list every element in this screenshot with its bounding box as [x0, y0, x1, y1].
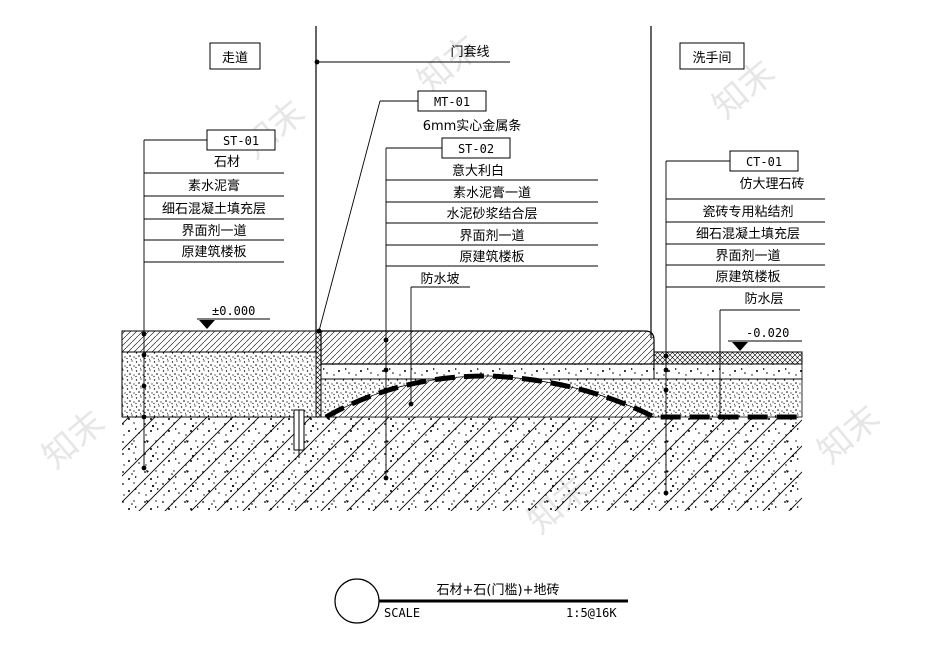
right-spec-name: 仿大理石砖: [739, 177, 804, 192]
right-level-value: -0.020: [746, 326, 789, 340]
drawing-number-circle: [334, 578, 380, 624]
zone-left-label: 走道: [222, 51, 248, 66]
wall-lines: [315, 26, 652, 338]
left-spec-callout: ST-01 石材 素水泥膏 细石混凝土填充层 界面剂一道 原建筑楼板: [141, 129, 284, 471]
left-fill-layer: [121, 351, 317, 418]
door-casing-label: 门套线: [450, 44, 489, 60]
zone-labels: 走道 洗手间: [209, 42, 745, 70]
left-spec-layer: 界面剂一道: [181, 224, 246, 239]
threshold-spec-layer: 素水泥膏一道: [453, 185, 531, 201]
threshold-spec-callout: ST-02 意大利白 素水泥膏一道 水泥砂浆结合层 界面剂一道 原建筑楼板 防水…: [383, 137, 598, 481]
right-spec-layer: 原建筑楼板: [715, 269, 780, 285]
threshold-spec-layer: 原建筑楼板: [459, 249, 524, 265]
zone-right-label: 洗手间: [692, 51, 731, 66]
zone-left-box: [209, 42, 261, 70]
right-spec-layer: 界面剂一道: [715, 249, 780, 264]
threshold-stone: [320, 330, 655, 365]
right-spec-extra: 防水层: [744, 291, 783, 307]
left-level-value: ±0.000: [212, 304, 255, 318]
left-spec-code: ST-01: [223, 134, 259, 148]
right-level-marker: -0.020: [728, 326, 802, 351]
right-spec-code: CT-01: [746, 155, 782, 169]
title-block: 石材+石(门槛)+地砖 SCALE 1:5@16K: [334, 578, 628, 624]
right-spec-layer: 瓷砖专用粘结剂: [702, 205, 793, 220]
door-frame-post: [315, 330, 322, 418]
watermark: 知末: [35, 403, 113, 477]
door-casing-callout: 门套线: [314, 44, 510, 65]
floor-section: [121, 330, 803, 511]
watermark: 知末: [810, 398, 888, 472]
threshold-spec-name: 意大利白: [452, 163, 504, 179]
zone-right-box: [679, 42, 745, 70]
left-spec-layer: 素水泥膏: [188, 178, 240, 194]
metal-strip-code: MT-01: [434, 95, 470, 109]
right-adhesive-layer: [653, 363, 803, 380]
metal-strip-callout: MT-01 6mm实心金属条: [316, 90, 522, 334]
threshold-spec-extra: 防水坡: [420, 271, 459, 287]
left-spec-name: 石材: [214, 155, 240, 170]
scale-label: SCALE: [384, 606, 420, 620]
scale-value: 1:5@16K: [566, 606, 617, 620]
right-tile-layer: [653, 351, 803, 365]
left-stone-layer: [121, 330, 317, 353]
metal-strip-desc: 6mm实心金属条: [423, 118, 522, 134]
threshold-spec-code: ST-02: [458, 142, 494, 156]
left-level-marker: ±0.000: [197, 304, 270, 329]
threshold-spec-layer: 水泥砂浆结合层: [446, 207, 537, 222]
right-spec-callout: CT-01 仿大理石砖 瓷砖专用粘结剂 细石混凝土填充层 界面剂一道 原建筑楼板…: [663, 150, 825, 496]
left-spec-layer: 细石混凝土填充层: [162, 201, 266, 217]
slab-aggregate: [122, 417, 802, 511]
drawing-title: 石材+石(门槛)+地砖: [437, 583, 560, 598]
left-spec-layer: 原建筑楼板: [181, 244, 246, 260]
right-spec-layer: 细石混凝土填充层: [696, 226, 800, 242]
waterproof-membrane: [324, 373, 802, 420]
threshold-spec-layer: 界面剂一道: [459, 229, 524, 244]
